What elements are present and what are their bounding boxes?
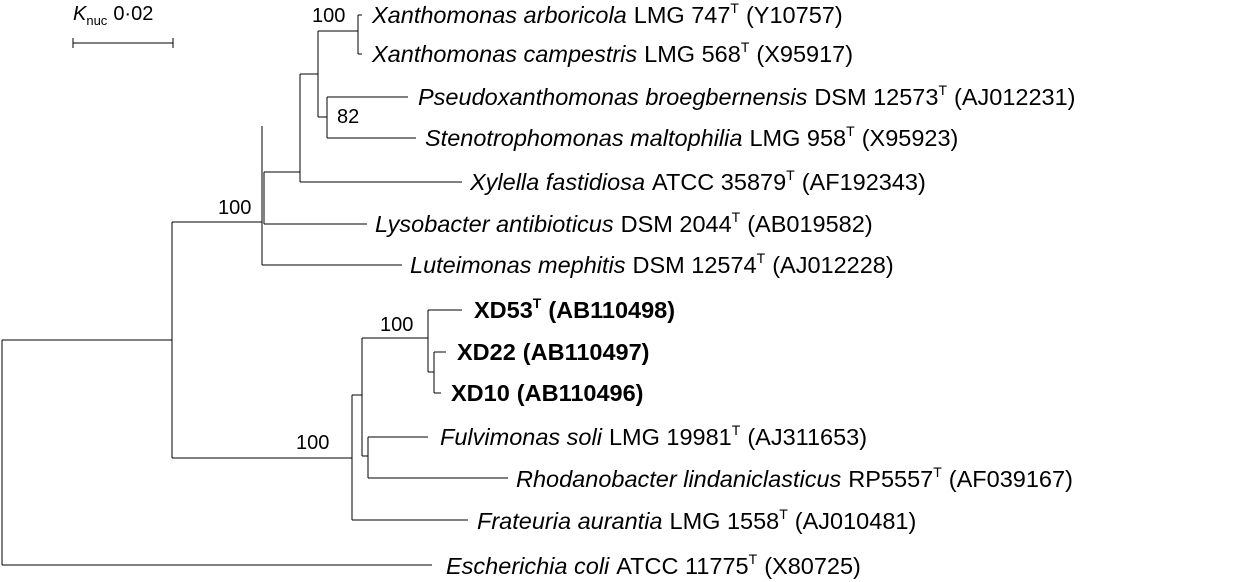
taxon-accession: (X80725): [764, 553, 861, 579]
taxon-species: Pseudoxanthomonas broegbernensis: [418, 84, 808, 110]
taxon-label-isolate: XD53T (AB110498): [474, 295, 675, 323]
scale-bar-label: Knuc 0·02: [73, 3, 153, 28]
bootstrap-xd-isolates: 100: [380, 314, 413, 336]
taxon-strain: XD10: [451, 380, 510, 406]
taxon-strain: XD22: [457, 339, 516, 365]
taxon-accession: (AJ010481): [795, 508, 917, 534]
taxon-label: Xanthomonas campestris LMG 568T (X95917): [371, 39, 853, 67]
taxon-species: Xanthomonas arboricola: [371, 2, 627, 28]
taxon-strain: ATCC 35879: [652, 169, 786, 195]
bootstrap-pseudo-steno: 82: [337, 106, 359, 128]
taxon-species: Lysobacter antibioticus: [375, 211, 614, 237]
taxon-species: Fulvimonas soli: [440, 424, 603, 450]
scale-value: 0·02: [113, 3, 153, 25]
type-strain-mark: T: [786, 167, 795, 183]
taxon-species: Xanthomonas campestris: [371, 41, 637, 67]
taxon-accession: (AF192343): [802, 169, 926, 195]
taxon-accession: (X95923): [862, 125, 959, 151]
type-strain-mark: T: [757, 250, 766, 266]
taxon-accession: (AJ012231): [954, 84, 1076, 110]
taxon-label: Xylella fastidiosa ATCC 35879T (AF192343): [469, 167, 926, 195]
type-strain-mark: T: [730, 0, 739, 16]
type-strain-mark: T: [846, 123, 855, 139]
taxon-strain: LMG 747: [634, 2, 731, 28]
scale-subscript: nuc: [86, 13, 107, 28]
scale-bar: Knuc 0·02: [72, 3, 174, 48]
taxon-strain: RP5557: [848, 466, 933, 492]
taxon-strain: LMG 568: [644, 41, 741, 67]
taxon-species: Frateuria aurantia: [477, 508, 663, 534]
taxon-label-isolate: XD22 (AB110497): [457, 339, 650, 365]
taxon-accession: (AB019582): [747, 211, 872, 237]
bootstrap-upper-clade: 100: [218, 197, 251, 219]
tree-branches: [1, 14, 508, 566]
taxon-species: Luteimonas mephitis: [410, 252, 626, 278]
taxon-strain: DSM 12574: [633, 252, 757, 278]
bootstrap-xanthomonas: 100: [312, 5, 345, 27]
type-strain-mark: T: [779, 506, 788, 522]
taxon-label-isolate: XD10 (AB110496): [451, 380, 644, 406]
taxon-strain: DSM 12573: [814, 84, 938, 110]
taxon-accession: (AF039167): [949, 466, 1073, 492]
taxon-accession: (AJ311653): [747, 424, 867, 450]
taxon-label: Xanthomonas arboricola LMG 747T (Y10757): [371, 0, 843, 28]
type-strain-mark: T: [938, 82, 947, 98]
taxon-strain: LMG 19981: [609, 424, 732, 450]
taxon-accession: (AB110497): [523, 339, 650, 365]
type-strain-mark: T: [732, 422, 741, 438]
taxon-accession: (AB110498): [548, 297, 675, 323]
taxon-species: Xylella fastidiosa: [469, 169, 645, 195]
scale-symbol: K: [73, 3, 88, 25]
type-strain-mark: T: [933, 464, 942, 480]
taxon-accession: (AB110496): [517, 380, 644, 406]
taxon-accession: (AJ012228): [772, 252, 894, 278]
taxon-accession: (X95917): [756, 41, 853, 67]
taxon-label: Frateuria aurantia LMG 1558T (AJ010481): [477, 506, 916, 534]
taxon-label: Luteimonas mephitis DSM 12574T (AJ012228): [410, 250, 894, 278]
type-strain-mark: T: [533, 295, 542, 311]
taxon-species: Rhodanobacter lindaniclasticus: [516, 466, 842, 492]
taxon-strain: DSM 2044: [621, 211, 732, 237]
type-strain-mark: T: [749, 551, 758, 567]
taxon-accession: (Y10757): [746, 2, 843, 28]
bootstrap-values: 100 82 100 100 100: [218, 5, 413, 454]
type-strain-mark: T: [741, 39, 750, 55]
type-strain-mark: T: [732, 209, 741, 225]
taxon-strain: XD53: [474, 297, 533, 323]
taxon-species: Stenotrophomonas maltophilia: [425, 125, 742, 151]
taxon-strain: ATCC 11775: [616, 553, 748, 579]
taxon-species: Escherichia coli: [446, 553, 610, 579]
taxon-strain: LMG 1558: [670, 508, 780, 534]
bootstrap-lower-clade: 100: [296, 432, 329, 454]
taxon-strain: LMG 958: [749, 125, 846, 151]
taxon-label: Lysobacter antibioticus DSM 2044T (AB01958…: [375, 209, 873, 237]
taxon-label: Stenotrophomonas maltophilia LMG 958T (X95…: [425, 123, 958, 151]
